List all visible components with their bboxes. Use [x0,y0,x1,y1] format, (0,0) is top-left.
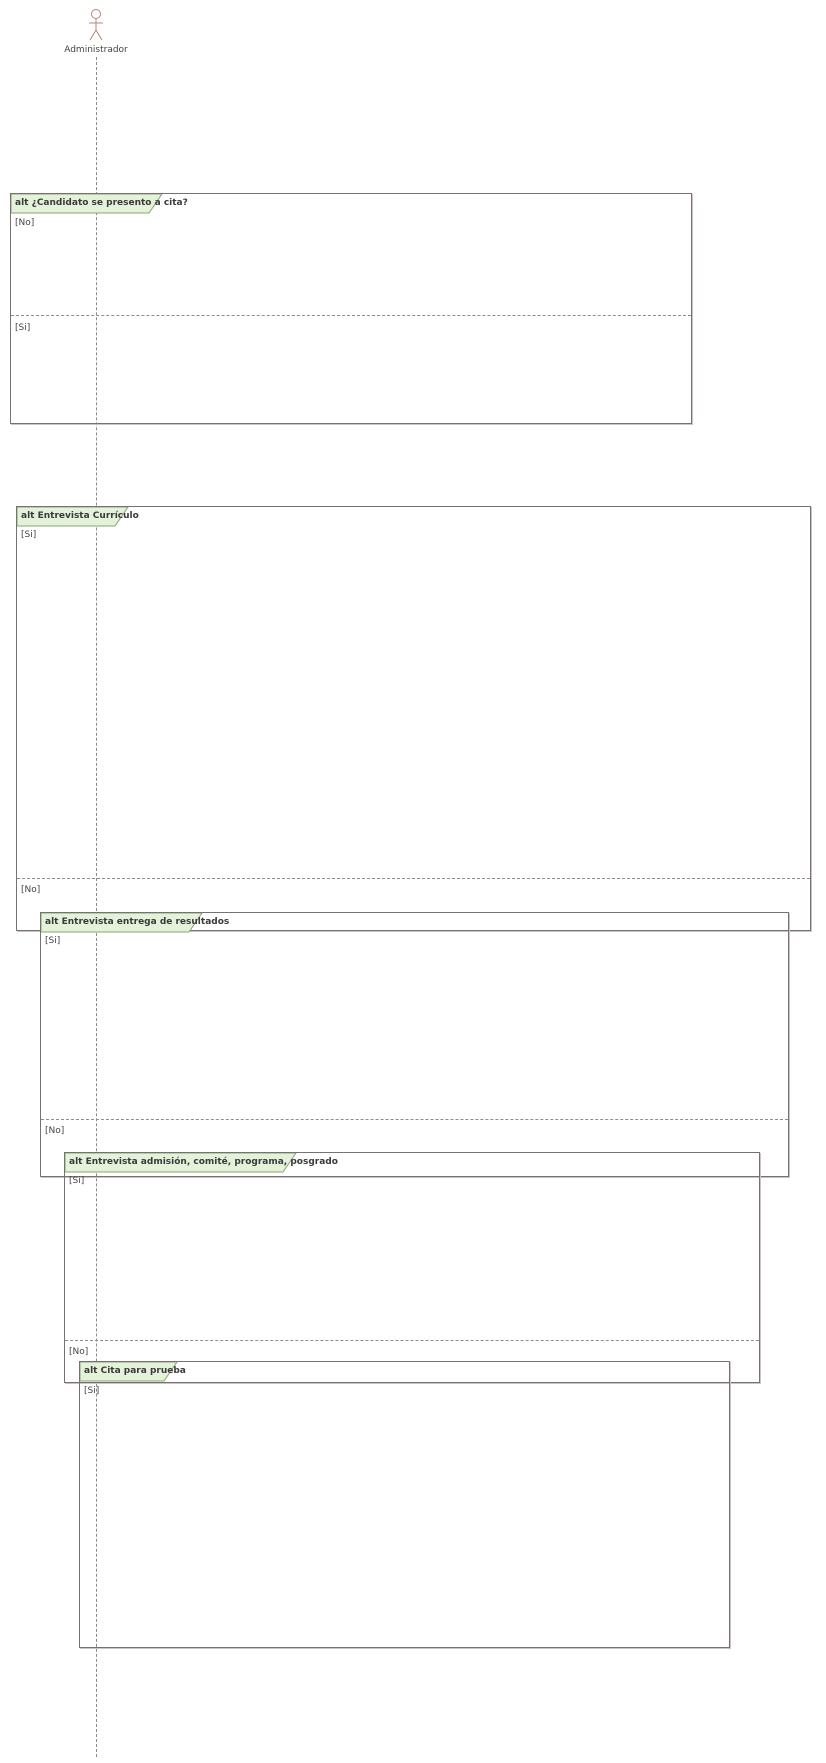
operand-divider [41,1119,788,1120]
actor-lifeline [96,57,97,1757]
operand-divider [17,878,810,879]
guard-condition: [No] [69,1347,89,1357]
actor-stick-figure-icon [89,9,103,41]
alt-fragment-entrevista-admision[interactable]: alt Entrevista admisión, comité, program… [64,1152,760,1383]
guard-condition: [No] [45,1126,65,1136]
guard-condition: [Si] [84,1386,100,1396]
fragment-label: alt Entrevista Currículo [21,511,139,521]
alt-fragment-entrega-resultados[interactable]: alt Entrevista entrega de resultados [Si… [40,912,789,1177]
fragment-label: alt Entrevista entrega de resultados [45,917,230,927]
alt-fragment-cita-prueba[interactable]: alt Cita para prueba [Si] [79,1361,730,1648]
fragment-label: alt Entrevista admisión, comité, program… [69,1157,338,1167]
operand-divider [11,315,691,316]
guard-condition: [No] [21,885,41,895]
guard-condition: [No] [15,218,35,228]
guard-condition: [Si] [15,323,31,333]
guard-condition: [Si] [21,530,37,540]
fragment-label: alt Cita para prueba [84,1366,186,1376]
operand-divider [65,1340,759,1341]
alt-fragment-entrevista-curriculo[interactable]: alt Entrevista Currículo [Si] [No] [16,506,811,931]
guard-condition: [Si] [69,1176,85,1186]
actor-name: Administrador [64,45,128,55]
guard-condition: [Si] [45,936,61,946]
fragment-label: alt ¿Candidato se presento a cita? [15,198,188,208]
alt-fragment-candidato-cita[interactable]: alt ¿Candidato se presento a cita? [No] … [10,193,692,424]
